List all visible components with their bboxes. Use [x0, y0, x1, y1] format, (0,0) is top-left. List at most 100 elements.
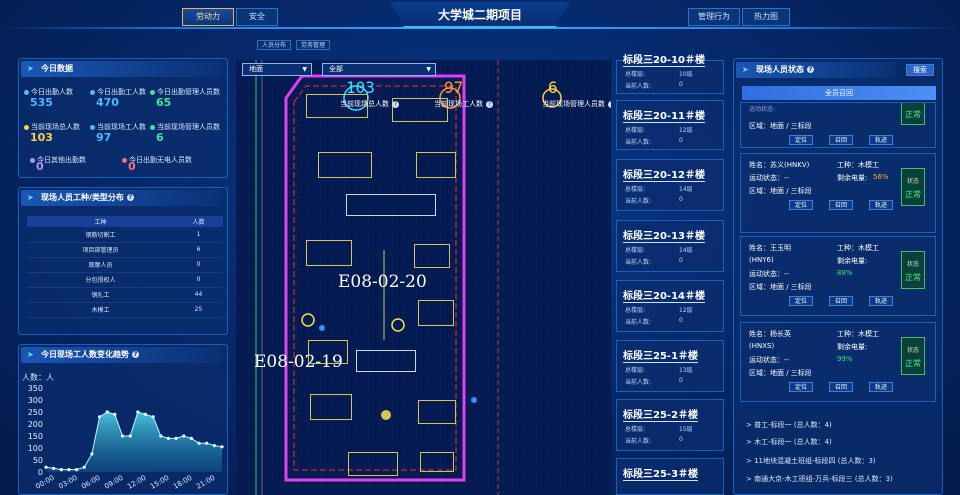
- battery-label: 剩余电量:: [837, 257, 868, 265]
- caret-down-icon: ▼: [426, 66, 431, 73]
- search-button[interactable]: 搜索: [906, 64, 934, 76]
- trend-point: [197, 441, 201, 445]
- building-card[interactable]: 标段三20-12＃楼总楼层:14层当前人数:0: [616, 159, 724, 211]
- current-count-label: 当前人数:: [625, 139, 652, 146]
- bullet-dot-icon: [150, 124, 155, 130]
- track-button[interactable]: 轨迹: [869, 200, 893, 210]
- tab-labor[interactable]: 劳动力: [182, 8, 234, 26]
- track-button[interactable]: 轨迹: [869, 296, 893, 306]
- worker-area: 区域：地面 / 三标段: [749, 283, 812, 291]
- building-card[interactable]: 标段三25-2＃楼总楼层:15层当前人数:0: [616, 399, 724, 451]
- recall-all-button[interactable]: 全员召回: [742, 86, 936, 100]
- battery-label: 剩余电量:: [837, 343, 868, 351]
- help-icon[interactable]: ?: [392, 100, 399, 108]
- stat-label: 今日出勤管理人员数: [150, 87, 220, 97]
- chevron-right-icon: >: [746, 475, 755, 483]
- recall-button[interactable]: 召回: [829, 135, 853, 145]
- counter-workers: 97: [444, 78, 464, 97]
- worker-code: (HNXS): [749, 342, 775, 350]
- trend-point: [90, 452, 94, 456]
- building-name[interactable]: 标段三20-12＃楼: [623, 166, 705, 182]
- bullet-dot-icon: [24, 124, 29, 130]
- trend-unit-label: 人数：人: [22, 373, 54, 382]
- building-name[interactable]: 标段三20-11＃楼: [623, 107, 705, 123]
- worker-card: 姓名：杨长英工种：木模工(HNXS)剩余电量:运动状态：--99%区域：地面 /…: [740, 322, 936, 402]
- stat-label: 今日出勤工人数: [90, 87, 146, 97]
- help-icon[interactable]: ?: [608, 100, 611, 108]
- building-card[interactable]: 标段三20-11＃楼总楼层:12层当前人数:0: [616, 100, 724, 150]
- battery-value: 56%: [873, 173, 889, 181]
- team-item[interactable]: > 普工-标段一 (总人数：4): [746, 421, 832, 429]
- scope-select[interactable]: 全部▼: [322, 63, 436, 76]
- counter-workers-label: 当前现场工人数?: [434, 100, 493, 108]
- worker-trade: 工种：木模工: [837, 161, 879, 169]
- building-card[interactable]: 标段三20-14＃楼总楼层:12层当前人数:0: [616, 280, 724, 332]
- tab-heatmap[interactable]: 热力图: [742, 8, 790, 26]
- recall-button[interactable]: 召回: [829, 382, 853, 392]
- help-icon[interactable]: ?: [486, 100, 493, 108]
- tab-management[interactable]: 管理行为: [688, 8, 740, 26]
- track-button[interactable]: 轨迹: [869, 135, 893, 145]
- trend-point: [105, 410, 109, 414]
- subtab-labor-management[interactable]: 劳务管理: [296, 40, 331, 50]
- chevron-right-icon: >: [746, 421, 755, 429]
- stat-value: 103: [30, 131, 53, 144]
- help-icon[interactable]: ?: [126, 194, 134, 201]
- help-icon[interactable]: ?: [807, 66, 814, 73]
- trend-point: [166, 436, 171, 440]
- chevron-right-icon: ➤: [742, 65, 749, 74]
- current-count-label: 当前人数:: [625, 438, 652, 445]
- counter-total-label: 当前现场总人数?: [340, 100, 399, 108]
- building-name[interactable]: 标段三20-10＃楼: [623, 51, 705, 67]
- current-count-label: 当前人数:: [625, 198, 652, 205]
- x-tick-label: 09:00: [103, 474, 124, 491]
- today-data-title: ➤今日数据: [21, 61, 221, 77]
- total-floors-value: 15层: [679, 426, 693, 433]
- building-outline: [318, 152, 372, 178]
- team-item[interactable]: > 南通大京-木工班组-万兵-标段三 (总人数：3): [746, 475, 893, 483]
- building-name[interactable]: 标段三20-14＃楼: [623, 287, 705, 303]
- tab-safety[interactable]: 安全: [236, 8, 278, 26]
- caret-down-icon: ▼: [302, 66, 307, 73]
- locate-button[interactable]: 定位: [789, 382, 813, 392]
- help-icon[interactable]: ?: [132, 351, 139, 358]
- trade-cell: 项目部管理员: [27, 242, 174, 258]
- recall-button[interactable]: 召回: [829, 296, 853, 306]
- trade-cell: 观摩人员: [27, 257, 174, 273]
- team-item[interactable]: > 木工-标段一 (总人数：4): [746, 438, 832, 446]
- building-name[interactable]: 标段三25-3＃楼: [623, 465, 699, 481]
- worker-motion: 运动状态：--: [749, 174, 790, 182]
- chevron-right-icon: ➤: [27, 350, 34, 359]
- status-box: 状态正常: [901, 168, 925, 206]
- building-card[interactable]: 标段三20-13＃楼总楼层:14层当前人数:0: [616, 220, 724, 272]
- floor-select[interactable]: 地面▼: [242, 63, 312, 76]
- team-item[interactable]: > 11地块混凝土班组-标段四 (总人数：3): [746, 457, 876, 465]
- building-card[interactable]: 标段三20-10＃楼总楼层:10层当前人数:0: [616, 55, 724, 94]
- total-floors-value: 14层: [679, 186, 693, 193]
- building-name[interactable]: 标段三20-13＃楼: [623, 227, 705, 243]
- y-tick-label: 50: [33, 456, 43, 465]
- total-floors-value: 14层: [679, 247, 693, 254]
- current-count-value: 0: [679, 137, 683, 144]
- col-header-trade: 工种: [27, 216, 174, 227]
- stat-value: 65: [156, 96, 172, 109]
- count-cell: 0: [173, 272, 223, 288]
- trade-cell: 钢扎工: [27, 287, 174, 303]
- bullet-dot-icon: [122, 157, 127, 163]
- trend-area: [46, 412, 222, 472]
- building-name[interactable]: 标段三25-1＃楼: [623, 347, 699, 363]
- subtab-distribution[interactable]: 人员分布: [257, 40, 292, 50]
- recall-button[interactable]: 召回: [829, 200, 853, 210]
- locate-button[interactable]: 定位: [789, 200, 813, 210]
- site-map[interactable]: 地面▼ 全部▼ 103 当前现场总人数? 97 当前现场工人数? 6 当前现场管…: [236, 60, 611, 495]
- locate-button[interactable]: 定位: [789, 135, 813, 145]
- track-button[interactable]: 轨迹: [869, 382, 893, 392]
- building-card[interactable]: 标段三25-1＃楼总楼层:13层当前人数:0: [616, 340, 724, 392]
- building-name[interactable]: 标段三25-2＃楼: [623, 406, 699, 422]
- building-card[interactable]: 标段三25-3＃楼: [616, 458, 724, 495]
- locate-button[interactable]: 定位: [789, 296, 813, 306]
